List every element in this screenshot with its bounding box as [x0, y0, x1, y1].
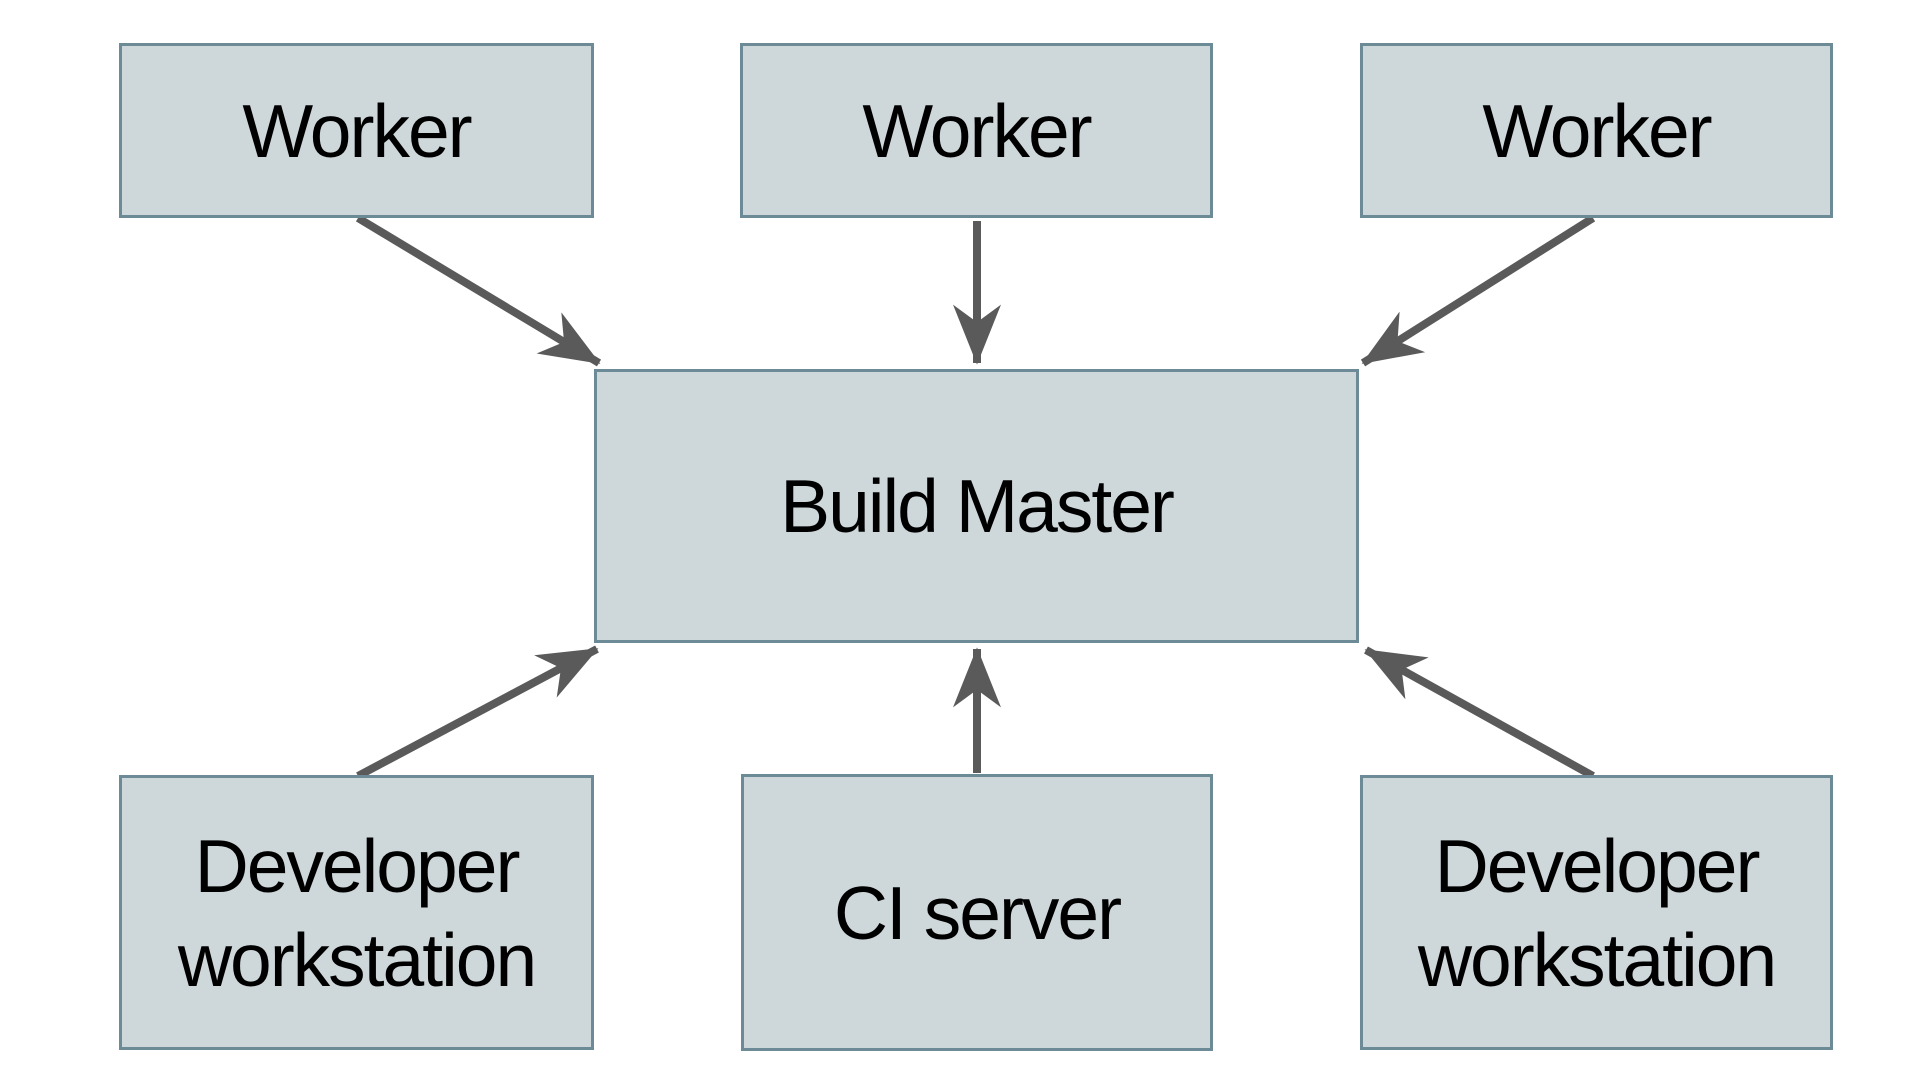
node-worker-1-label: Worker	[242, 88, 472, 173]
node-ci-server-label: CI server	[833, 870, 1122, 955]
node-dev-workstation-left: Developer workstation	[119, 775, 594, 1050]
node-worker-1: Worker	[119, 43, 594, 218]
node-dev-workstation-right-label: Developer workstation	[1417, 823, 1777, 1002]
node-worker-2-label: Worker	[862, 88, 1092, 173]
arrow-worker-3-to-build-master	[1360, 214, 1596, 367]
arrow-dev-workstation-left-to-build-master	[356, 645, 599, 780]
node-dev-workstation-right: Developer workstation	[1360, 775, 1833, 1050]
node-build-master-label: Build Master	[780, 464, 1175, 548]
node-ci-server: CI server	[741, 774, 1213, 1051]
node-worker-3: Worker	[1360, 43, 1833, 218]
arrow-worker-1-to-build-master	[355, 214, 602, 367]
node-build-master: Build Master	[594, 369, 1359, 643]
node-worker-3-label: Worker	[1482, 88, 1712, 173]
node-dev-workstation-left-label: Developer workstation	[177, 823, 537, 1002]
arrow-dev-workstation-right-to-build-master	[1364, 646, 1595, 780]
node-worker-2: Worker	[740, 43, 1213, 218]
